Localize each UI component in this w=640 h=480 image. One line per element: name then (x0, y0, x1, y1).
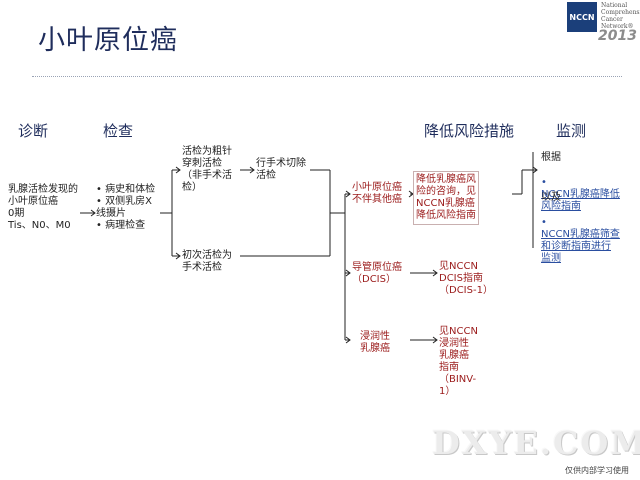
see-dcis-node: 见NCCN DCIS指南 （DCIS-1） (439, 261, 493, 296)
nccn-logo-text: National Comprehensive Cancer Network® (601, 2, 640, 30)
surveillance-and: 以及 (541, 192, 561, 203)
surveillance-item-2: • NCCN乳腺癌筛查 和诊断指南进行 监测 (541, 205, 620, 265)
nccn-logo: NCCN (567, 2, 597, 32)
page-title: 小叶原位癌 (38, 25, 178, 56)
risk-reduction-guideline-link[interactable]: NCCN乳腺癌降低 风险指南 (541, 189, 620, 212)
invasive-node: 浸润性 乳腺癌 (360, 331, 390, 354)
watermark: DXYE.COM (432, 424, 640, 462)
surveillance-basis: 根据 (541, 152, 561, 163)
arrowhead (90, 209, 96, 217)
dcis-node: 导管原位癌 （DCIS） (352, 262, 402, 285)
see-invasive-node: 见NCCN 浸润性 乳腺癌 指南 （BINV- 1） (439, 326, 478, 397)
initial-surgical-node: 初次活检为 手术活检 (182, 250, 232, 273)
excision-node: 行手术切除 活检 (256, 158, 306, 181)
col-header-surveillance: 监测 (556, 122, 587, 140)
col-header-diagnosis: 诊断 (18, 122, 49, 140)
col-header-risk-reduction: 降低风险措施 (424, 122, 515, 140)
diagnosis-node: 乳腺活检发现的 小叶原位癌 0期 Tis、N0、M0 (8, 184, 78, 231)
bullet: • (541, 217, 547, 228)
logo-year: 2013 (598, 28, 637, 44)
core-biopsy-node: 活检为粗针 穿刺活检 （非手术活 检） (182, 146, 232, 193)
surveillance-item-1: • NCCN乳腺癌降低 风险指南 (541, 165, 620, 213)
screening-guideline-link[interactable]: NCCN乳腺癌筛查 和诊断指南进行 监测 (541, 229, 620, 264)
lcis-only-node: 小叶原位癌 不伴其他癌 (352, 182, 402, 205)
workup-node: • 病史和体检 • 双侧乳房X 线摄片 • 病理检查 (96, 184, 156, 231)
bullet: • (541, 177, 547, 188)
risk-reduction-node: 降低乳腺癌风 险的咨询，见 NCCN乳腺癌 降低风险指南 (413, 171, 479, 225)
internal-use-note: 仅供内部学习使用 (565, 466, 629, 475)
title-divider (32, 76, 622, 77)
col-header-workup: 检查 (103, 122, 134, 140)
